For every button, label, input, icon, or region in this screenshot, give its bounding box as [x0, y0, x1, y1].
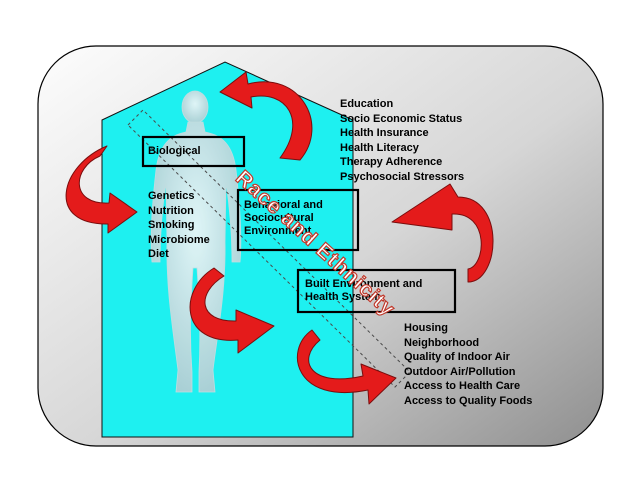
list-item: Diet — [148, 248, 169, 261]
arrow-middle-icon — [189, 267, 275, 354]
arrow-left-icon — [65, 145, 138, 234]
label-behavioral-line2: Sociocultural — [244, 212, 314, 224]
list-item: Health Insurance — [340, 127, 429, 140]
arrow-bottom-icon — [296, 329, 397, 405]
list-item: Access to Quality Foods — [404, 394, 533, 407]
list-item: Quality of Indoor Air — [404, 351, 510, 364]
list-item: Housing — [404, 322, 448, 334]
list-item: Genetics — [148, 190, 195, 202]
list-item: Education — [340, 98, 394, 110]
list-social-factors: Education Socio Economic Status Health I… — [340, 97, 464, 185]
box-built-environment — [296, 268, 457, 314]
label-behavioral-line1: Behavioral and — [244, 199, 323, 211]
label-built-environment: Built Environment and Health System — [305, 278, 422, 304]
list-built-factors: Housing Neighborhood Quality of Indoor A… — [404, 321, 532, 409]
arrow-right-icon — [391, 183, 494, 283]
list-item: Therapy Adherence — [340, 156, 443, 169]
list-item: Smoking — [148, 219, 195, 232]
label-behavioral-line3: Environment — [244, 225, 312, 237]
label-biological: Biological — [148, 145, 201, 157]
box-biological — [141, 135, 246, 168]
list-item: Microbiome — [148, 233, 210, 246]
box-behavioral-sociocultural — [236, 188, 360, 252]
list-item: Neighborhood — [404, 336, 480, 349]
watermark-band — [127, 109, 411, 388]
list-item: Health Literacy — [340, 141, 419, 154]
list-item: Outdoor Air/Pollution — [404, 365, 516, 378]
list-item: Nutrition — [148, 204, 194, 217]
label-built-line2: Health System — [305, 291, 381, 303]
list-item: Psychosocial Stressors — [340, 170, 465, 183]
list-biological-factors: Genetics Nutrition Smoking Microbiome Di… — [148, 189, 210, 262]
label-behavioral-sociocultural: Behavioral and Sociocultural Environment — [244, 199, 323, 238]
list-item: Socio Economic Status — [340, 112, 463, 125]
arrow-top-icon — [219, 71, 313, 161]
list-item: Access to Health Care — [404, 380, 521, 393]
label-built-line1: Built Environment and — [305, 278, 423, 290]
